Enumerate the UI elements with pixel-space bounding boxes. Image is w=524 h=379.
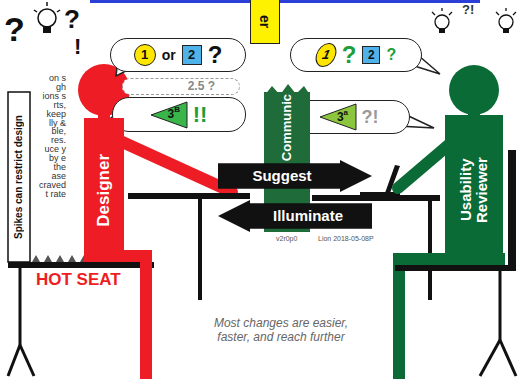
designer-figure: Designer <box>84 118 124 262</box>
option-triangle: 3B <box>151 102 187 128</box>
option-square: 2 <box>182 45 202 65</box>
bulb-ray <box>57 10 60 12</box>
footnote: Most changes are easier, faster, and rea… <box>206 316 356 344</box>
stool-leg <box>500 340 516 376</box>
node-text: Designer <box>95 154 113 227</box>
node-text: Illuminate <box>273 208 343 224</box>
node-text: Communic <box>280 94 294 161</box>
node-text: ? <box>342 42 357 67</box>
node-text: 2 <box>368 49 375 62</box>
node-text: 1 <box>141 48 148 62</box>
chair-seat <box>8 262 154 268</box>
arrow-fill <box>218 160 372 192</box>
bulb-ray <box>46 2 48 6</box>
left-desk-leg <box>198 196 202 300</box>
laptop-base <box>360 192 400 196</box>
option-square: 2 <box>362 46 380 64</box>
node-text: 1 <box>320 48 331 62</box>
bulb-glass <box>38 9 56 27</box>
hot-seat-label: HOT SEAT <box>36 270 121 290</box>
reviewer-chair-back <box>508 150 516 271</box>
chair-back <box>8 92 30 262</box>
reviewer-stool <box>480 271 516 376</box>
reviewer-head <box>449 65 499 115</box>
node-text: 3 <box>337 111 344 124</box>
node-text: Usability Reviewer <box>458 130 490 250</box>
speech-bubble: ?? 1 2 <box>290 38 422 72</box>
node-text: a <box>344 109 348 117</box>
lightbulb-icon <box>432 8 452 33</box>
bulb-ray <box>432 8 452 15</box>
reviewer-leg <box>393 253 405 379</box>
version-label: v2r0p0 <box>276 235 297 242</box>
node-text: B <box>174 106 180 114</box>
question-mark: ? <box>4 10 25 49</box>
bulb-base <box>439 28 445 33</box>
bulb-ray <box>34 10 37 12</box>
stool-leg <box>20 345 34 376</box>
bulb-ray <box>496 8 516 15</box>
dashed-bubble: 2.5 ? <box>122 78 240 95</box>
option-triangle: 3a <box>320 104 356 130</box>
stool-leg <box>8 345 20 376</box>
node-text: or <box>162 48 176 63</box>
author-date-label: Lion 2018-05-08P <box>318 235 374 242</box>
illuminate-arrow: Illuminate <box>218 200 372 232</box>
triangle-fill <box>151 102 187 128</box>
stool-legs <box>8 268 34 376</box>
exclamation-mark: ! <box>74 34 81 60</box>
reviewer-figure: Usability Reviewer <box>445 115 503 265</box>
node-text: Suggest <box>252 168 311 184</box>
reviewer-arm <box>398 142 452 188</box>
title-strip <box>90 0 480 3</box>
triangle-fill <box>320 104 356 130</box>
bulb-base <box>43 26 51 33</box>
communication-wall: Communic <box>264 92 310 163</box>
node-text: !! <box>193 103 208 126</box>
suggest-arrow: Suggest <box>218 160 372 192</box>
designer-leg <box>140 250 152 379</box>
node-text: ? <box>208 42 223 67</box>
left-desk <box>128 193 250 199</box>
designer-arm <box>118 140 232 192</box>
option-circle: 1 <box>313 43 339 67</box>
stool-stem <box>499 271 502 340</box>
title-tag: er <box>250 0 280 44</box>
arrow-fill <box>218 200 372 232</box>
reviewer-chair-seat <box>395 265 516 271</box>
question-mark: ? <box>64 4 80 35</box>
node-text: ?! <box>362 108 379 127</box>
stool-stem <box>19 268 22 345</box>
node-text: 3 <box>167 108 174 121</box>
node-text: er <box>258 15 273 28</box>
right-desk-leg <box>428 198 432 300</box>
cropped-side-text: on s gh ions s rts, keep lly & ble, res.… <box>39 74 66 199</box>
puzzled-marks: ?! <box>462 2 474 17</box>
bulb-base <box>503 28 509 33</box>
speech-bubble: !! 3B <box>112 97 246 132</box>
node-text: 2 <box>188 48 195 62</box>
lightbulb-icon <box>34 2 60 33</box>
node-text: 2.5 ? <box>188 80 215 93</box>
bulb-glass <box>499 15 513 29</box>
bulb-glass <box>435 15 449 29</box>
stool-leg <box>480 340 500 376</box>
node-text: ? <box>386 47 396 64</box>
speech-bubble: or? 1 2 <box>110 38 246 72</box>
lightbulb-icon <box>496 8 516 33</box>
option-circle: 1 <box>134 44 156 66</box>
chair-back-note: Spikes can restrict design <box>13 95 25 259</box>
